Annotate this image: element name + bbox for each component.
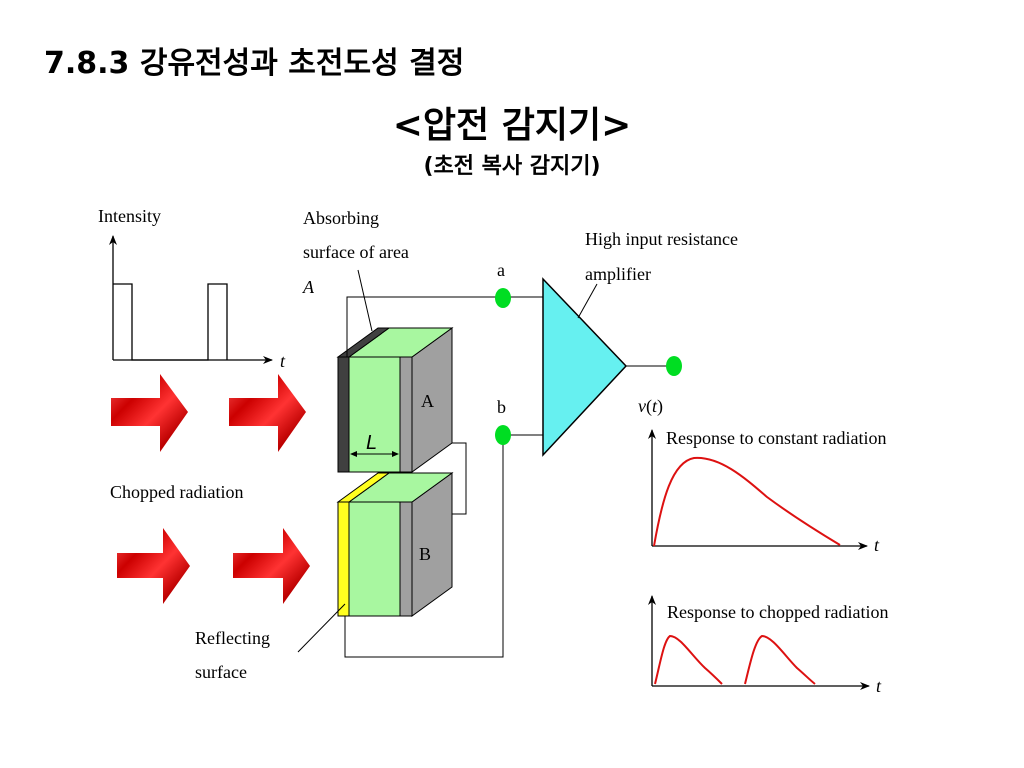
wire-to-terminal-a — [346, 296, 503, 357]
chopped-response-plot: Response to chopped radiation t — [648, 595, 888, 696]
output-voltage-label: v(t) — [638, 396, 663, 417]
amplifier-label-line2: amplifier — [585, 264, 651, 284]
slide-title: <압전 감지기> — [392, 105, 632, 146]
crystal-b-body — [348, 501, 401, 617]
absorbing-label-line1: Absorbing — [303, 208, 379, 228]
chopped-response-curve — [654, 634, 723, 685]
electrode-b-label: B — [419, 544, 431, 564]
intensity-pulse-train — [113, 283, 228, 361]
constant-response-plot: Response to constant radiation t — [648, 428, 886, 555]
crystal-b: B — [336, 472, 454, 617]
terminal-a-label: a — [497, 260, 505, 280]
amplifier-leader-line — [577, 283, 598, 319]
constant-response-label: Response to constant radiation — [666, 428, 886, 448]
radiation-arrow-icon — [233, 528, 310, 604]
absorbing-layer — [337, 356, 350, 473]
reflecting-label-line1: Reflecting — [195, 628, 270, 648]
slide-subtitle: (초전 복사 감지기) — [423, 154, 601, 179]
absorbing-leader-line — [357, 269, 373, 332]
section-title: 7.8.3 강유전성과 초전도성 결정 — [44, 46, 465, 81]
radiation-arrow-icon — [229, 374, 306, 452]
intensity-label: Intensity — [98, 206, 161, 226]
constant-response-curve — [653, 456, 841, 547]
wire-to-terminal-b — [344, 435, 504, 658]
wire-a-b-link — [452, 442, 467, 515]
absorbing-label-line2: surface of area — [303, 242, 409, 262]
chopped-time-label: t — [876, 676, 882, 696]
terminal-a-dot — [495, 288, 511, 308]
terminal-b-dot — [495, 425, 511, 445]
chopped-response-curve — [744, 634, 816, 685]
reflecting-label-line2: surface — [195, 662, 247, 682]
radiation-arrow-icon — [111, 374, 188, 452]
absorbing-label-line3: A — [302, 277, 315, 297]
chopped-response-label: Response to chopped radiation — [667, 602, 888, 622]
output-terminal-dot — [666, 356, 682, 376]
intensity-plot: Intensity t — [98, 206, 286, 371]
constant-time-label: t — [874, 535, 880, 555]
crystal-a: A L — [336, 327, 454, 473]
chopped-radiation-label: Chopped radiation — [110, 482, 243, 502]
intensity-time-label: t — [280, 351, 286, 371]
reflecting-leader-line — [297, 603, 346, 653]
electrode-b-front — [399, 501, 413, 617]
reflecting-layer — [337, 501, 350, 617]
amplifier-label-line1: High input resistance — [585, 229, 738, 249]
electrode-a-label: A — [421, 391, 434, 411]
radiation-arrow-icon — [117, 528, 190, 604]
terminal-b-label: b — [497, 397, 506, 417]
radiation-arrows — [111, 374, 310, 604]
amplifier-triangle — [542, 277, 628, 457]
crystal-a-body — [348, 356, 401, 473]
electrode-a-front — [399, 356, 413, 473]
thickness-label: L — [366, 432, 377, 454]
